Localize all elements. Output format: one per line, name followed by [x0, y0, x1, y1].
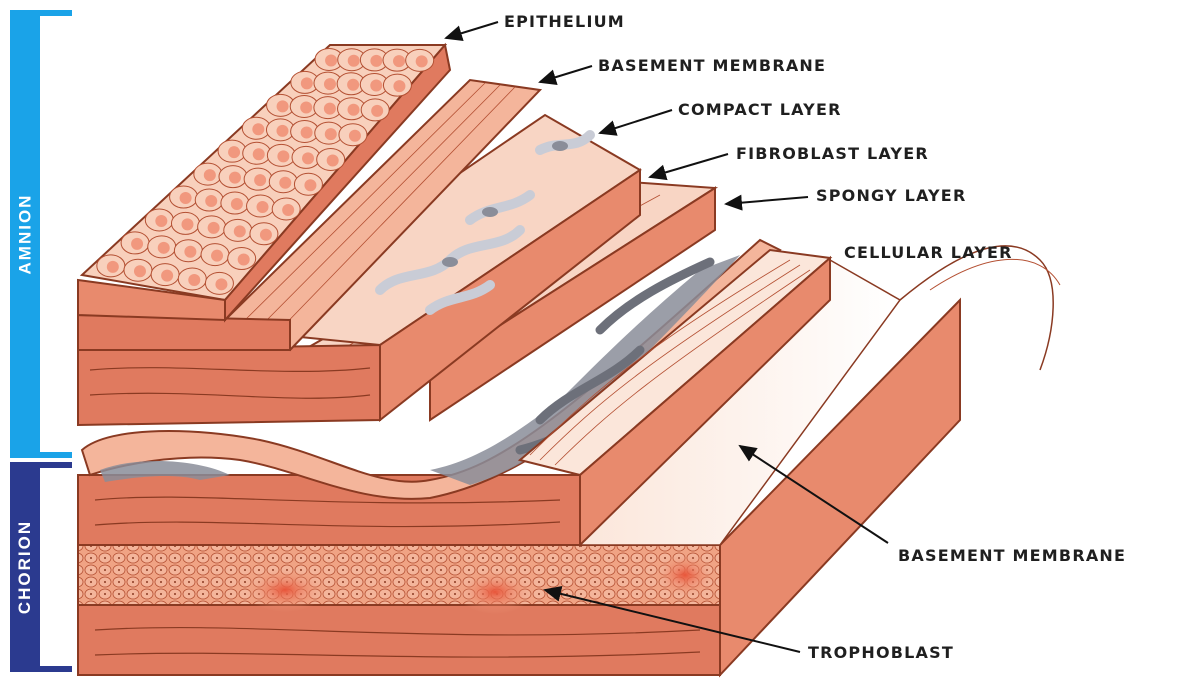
basement-membrane-top-arrow: [540, 66, 592, 82]
fibroblast-layer-arrow: [650, 154, 728, 177]
fibroblast-layer-label: FIBROBLAST LAYER: [736, 144, 929, 163]
basement-membrane-bottom-arrow: [740, 446, 888, 543]
basement-membrane-top-label: BASEMENT MEMBRANE: [598, 56, 826, 75]
trophoblast-arrow: [545, 590, 800, 652]
spongy-layer-label: SPONGY LAYER: [816, 186, 966, 205]
cellular-layer-label: CELLULAR LAYER: [844, 243, 1013, 262]
trophoblast-label: TROPHOBLAST: [808, 643, 954, 662]
epithelium-label: EPITHELIUM: [504, 12, 625, 31]
compact-layer-arrow: [600, 110, 672, 133]
basement-membrane-bottom-label: BASEMENT MEMBRANE: [898, 546, 1126, 565]
compact-layer-label: COMPACT LAYER: [678, 100, 842, 119]
epithelium-arrow: [446, 22, 498, 38]
spongy-layer-arrow: [726, 197, 808, 204]
